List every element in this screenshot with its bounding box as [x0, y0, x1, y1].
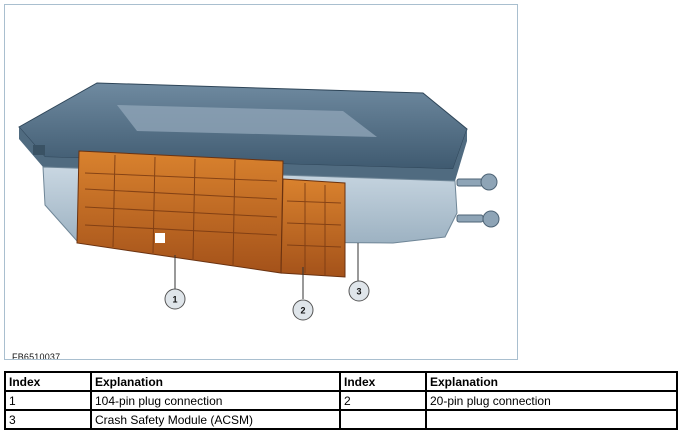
header-explanation: Explanation [90, 371, 341, 392]
figure-id-label: FB6510037 [12, 352, 61, 360]
explanation-cell: 104-pin plug connection [90, 390, 341, 411]
index-cell [339, 409, 427, 430]
header-index: Index [339, 371, 427, 392]
header-index: Index [4, 371, 92, 392]
connector-104-pin [76, 150, 284, 274]
callout-2: 2 [292, 299, 314, 321]
callout-1: 1 [164, 288, 186, 310]
table-row: 3 Crash Safety Module (ACSM) [4, 409, 678, 430]
index-cell: 3 [4, 409, 92, 430]
callout-3: 3 [348, 280, 370, 302]
explanation-cell: Crash Safety Module (ACSM) [90, 409, 341, 430]
svg-text:3: 3 [356, 287, 361, 297]
mounting-studs [456, 173, 500, 228]
index-cell: 2 [339, 390, 427, 411]
legend-table: Index Explanation Index Explanation 1 10… [4, 371, 678, 430]
housing-top-panel [117, 105, 377, 137]
svg-text:2: 2 [300, 306, 305, 316]
header-explanation: Explanation [425, 371, 678, 392]
legend-header-row: Index Explanation Index Explanation [4, 371, 678, 392]
index-cell: 1 [4, 390, 92, 411]
connector-20-pin [280, 178, 346, 278]
explanation-cell [425, 409, 678, 430]
callout-leaders [174, 243, 359, 299]
table-row: 1 104-pin plug connection 2 20-pin plug … [4, 390, 678, 411]
acsm-illustration: 1 2 3 [18, 82, 500, 321]
explanation-cell: 20-pin plug connection [425, 390, 678, 411]
svg-text:1: 1 [172, 295, 177, 305]
figure-frame: 1 2 3 FB6510037 [4, 4, 518, 360]
